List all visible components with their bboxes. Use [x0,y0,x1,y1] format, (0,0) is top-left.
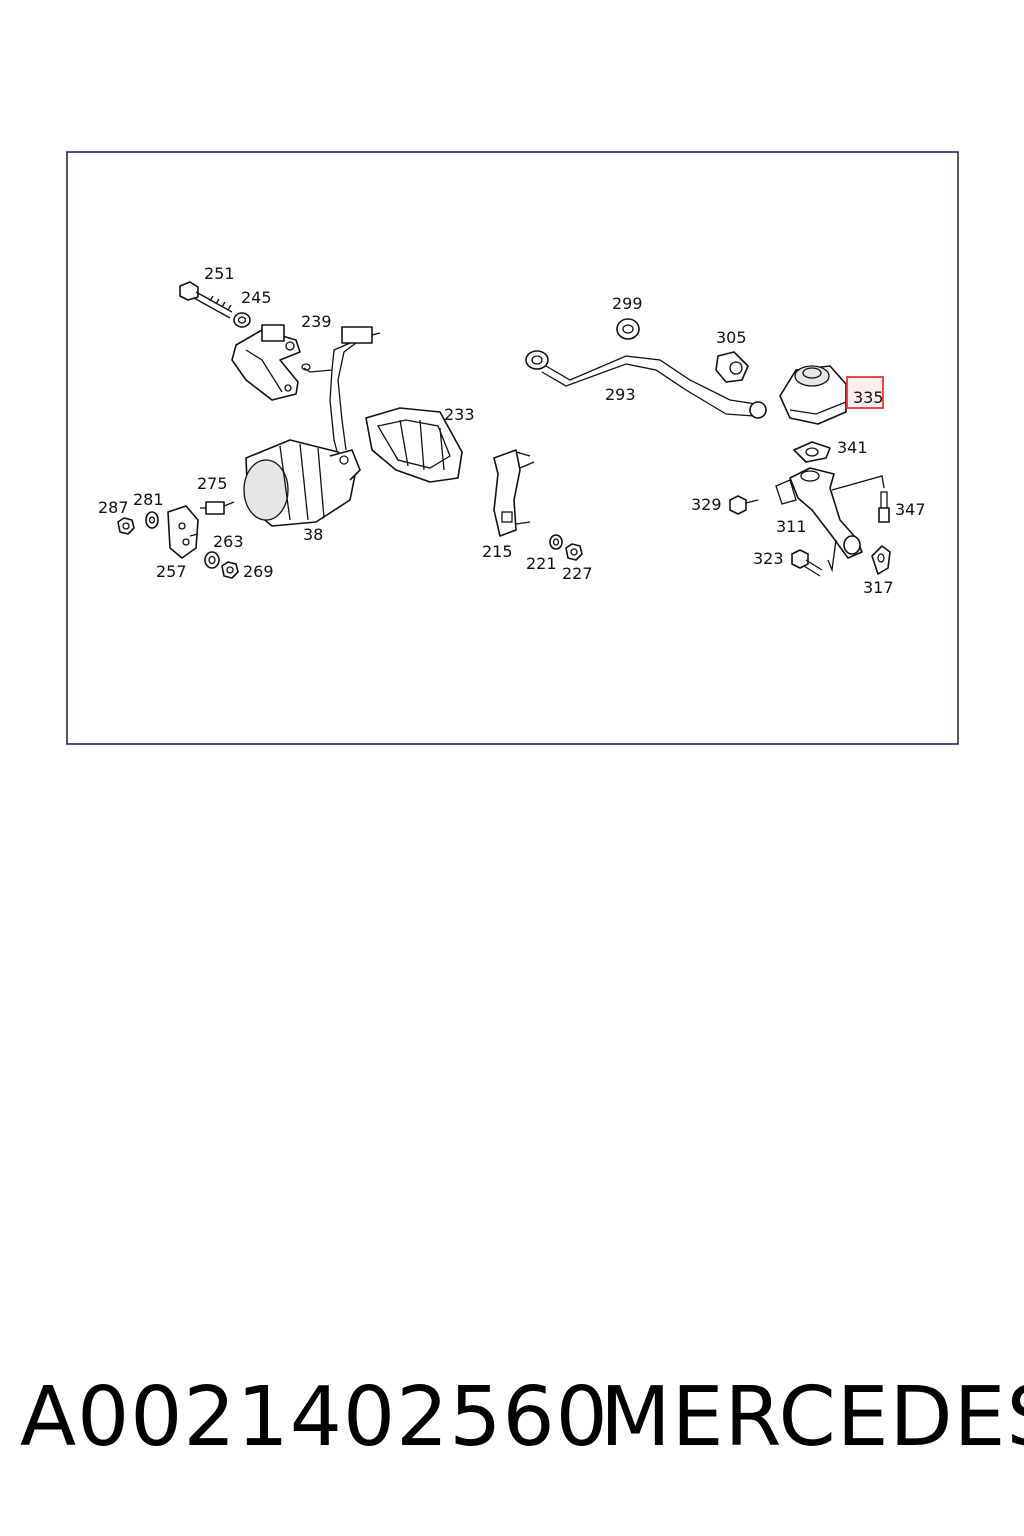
bracket-239 [231,324,301,401]
washer-221 [549,534,563,550]
label-341: 341 [837,438,868,457]
brand-name: MERCEDES [600,1370,1024,1465]
connector-wire [301,326,381,456]
air-pump-motor-38 [243,439,361,527]
nut-269 [221,561,239,579]
label-269: 269 [243,562,274,581]
label-287: 287 [98,498,129,517]
pipe-293 [525,350,767,419]
label-305: 305 [716,328,747,347]
washer-263 [204,551,220,569]
label-245: 245 [241,288,272,307]
label-335: 335 [853,388,884,407]
label-293: 293 [605,385,636,404]
washer-281 [145,511,159,529]
bolt-329 [729,495,759,515]
label-329: 329 [691,495,722,514]
part-number: A0021402560 [20,1370,609,1465]
plate-257 [167,505,199,559]
gasket-317 [871,545,891,575]
fitting-347 [878,491,890,523]
bolt-323 [791,549,823,577]
label-299: 299 [612,294,643,313]
label-317: 317 [863,578,894,597]
label-323: 323 [753,549,784,568]
label-215: 215 [482,542,513,561]
label-275: 275 [197,474,228,493]
stud-275 [200,501,235,515]
washer-245 [233,312,251,328]
label-251: 251 [204,264,235,283]
grommet-299 [616,318,640,340]
gasket-341 [793,441,831,463]
footer: A0021402560 MERCEDES [0,1370,1024,1470]
label-227: 227 [562,564,593,583]
parts-diagram: 251 245 239 233 299 305 293 335 341 329 … [66,151,959,745]
bolt-251 [179,281,233,319]
nut-227 [565,543,583,561]
valve-335 [779,365,847,425]
label-311: 311 [776,517,807,536]
label-281: 281 [133,490,164,509]
pipe-311 [775,467,863,559]
rubber-mount-233 [365,407,463,483]
bracket-215 [493,449,535,537]
hose-305 [715,351,749,383]
label-347: 347 [895,500,926,519]
label-263: 263 [213,532,244,551]
leader-311 [827,539,837,573]
label-38: 38 [303,525,323,544]
leader-347 [831,475,885,491]
label-239: 239 [301,312,332,331]
label-233: 233 [444,405,475,424]
diagram-frame [66,151,959,745]
highlight-box-335 [846,376,884,409]
label-257: 257 [156,562,187,581]
label-221: 221 [526,554,557,573]
nut-287 [117,517,135,535]
